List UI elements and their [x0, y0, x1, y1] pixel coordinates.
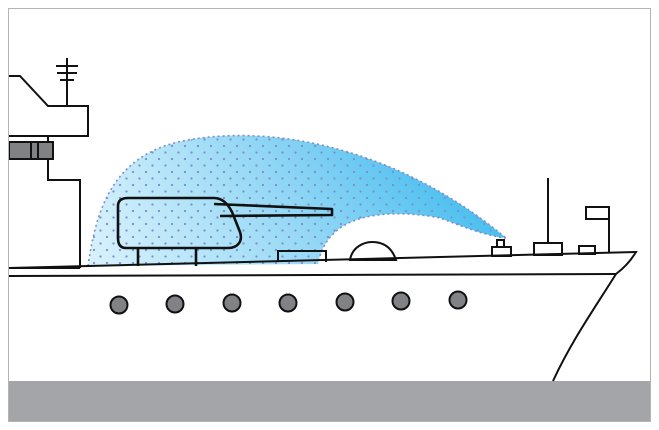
figure-frame	[8, 8, 651, 422]
water-band	[9, 381, 650, 421]
exhaust-pipes	[8, 141, 54, 160]
porthole	[222, 293, 242, 313]
hull-body	[9, 270, 612, 381]
portholes	[109, 290, 468, 315]
porthole	[109, 295, 129, 315]
superstructure	[9, 75, 89, 268]
flag-icon	[547, 178, 610, 253]
porthole	[278, 293, 298, 313]
porthole	[391, 291, 411, 311]
deck-fittings	[277, 239, 596, 262]
deck-gun-icon	[116, 196, 334, 266]
ship-icon	[8, 250, 638, 382]
porthole	[165, 294, 185, 314]
radar-mast-icon	[56, 58, 78, 106]
dome	[348, 240, 398, 261]
porthole	[335, 292, 355, 312]
porthole	[448, 290, 468, 310]
